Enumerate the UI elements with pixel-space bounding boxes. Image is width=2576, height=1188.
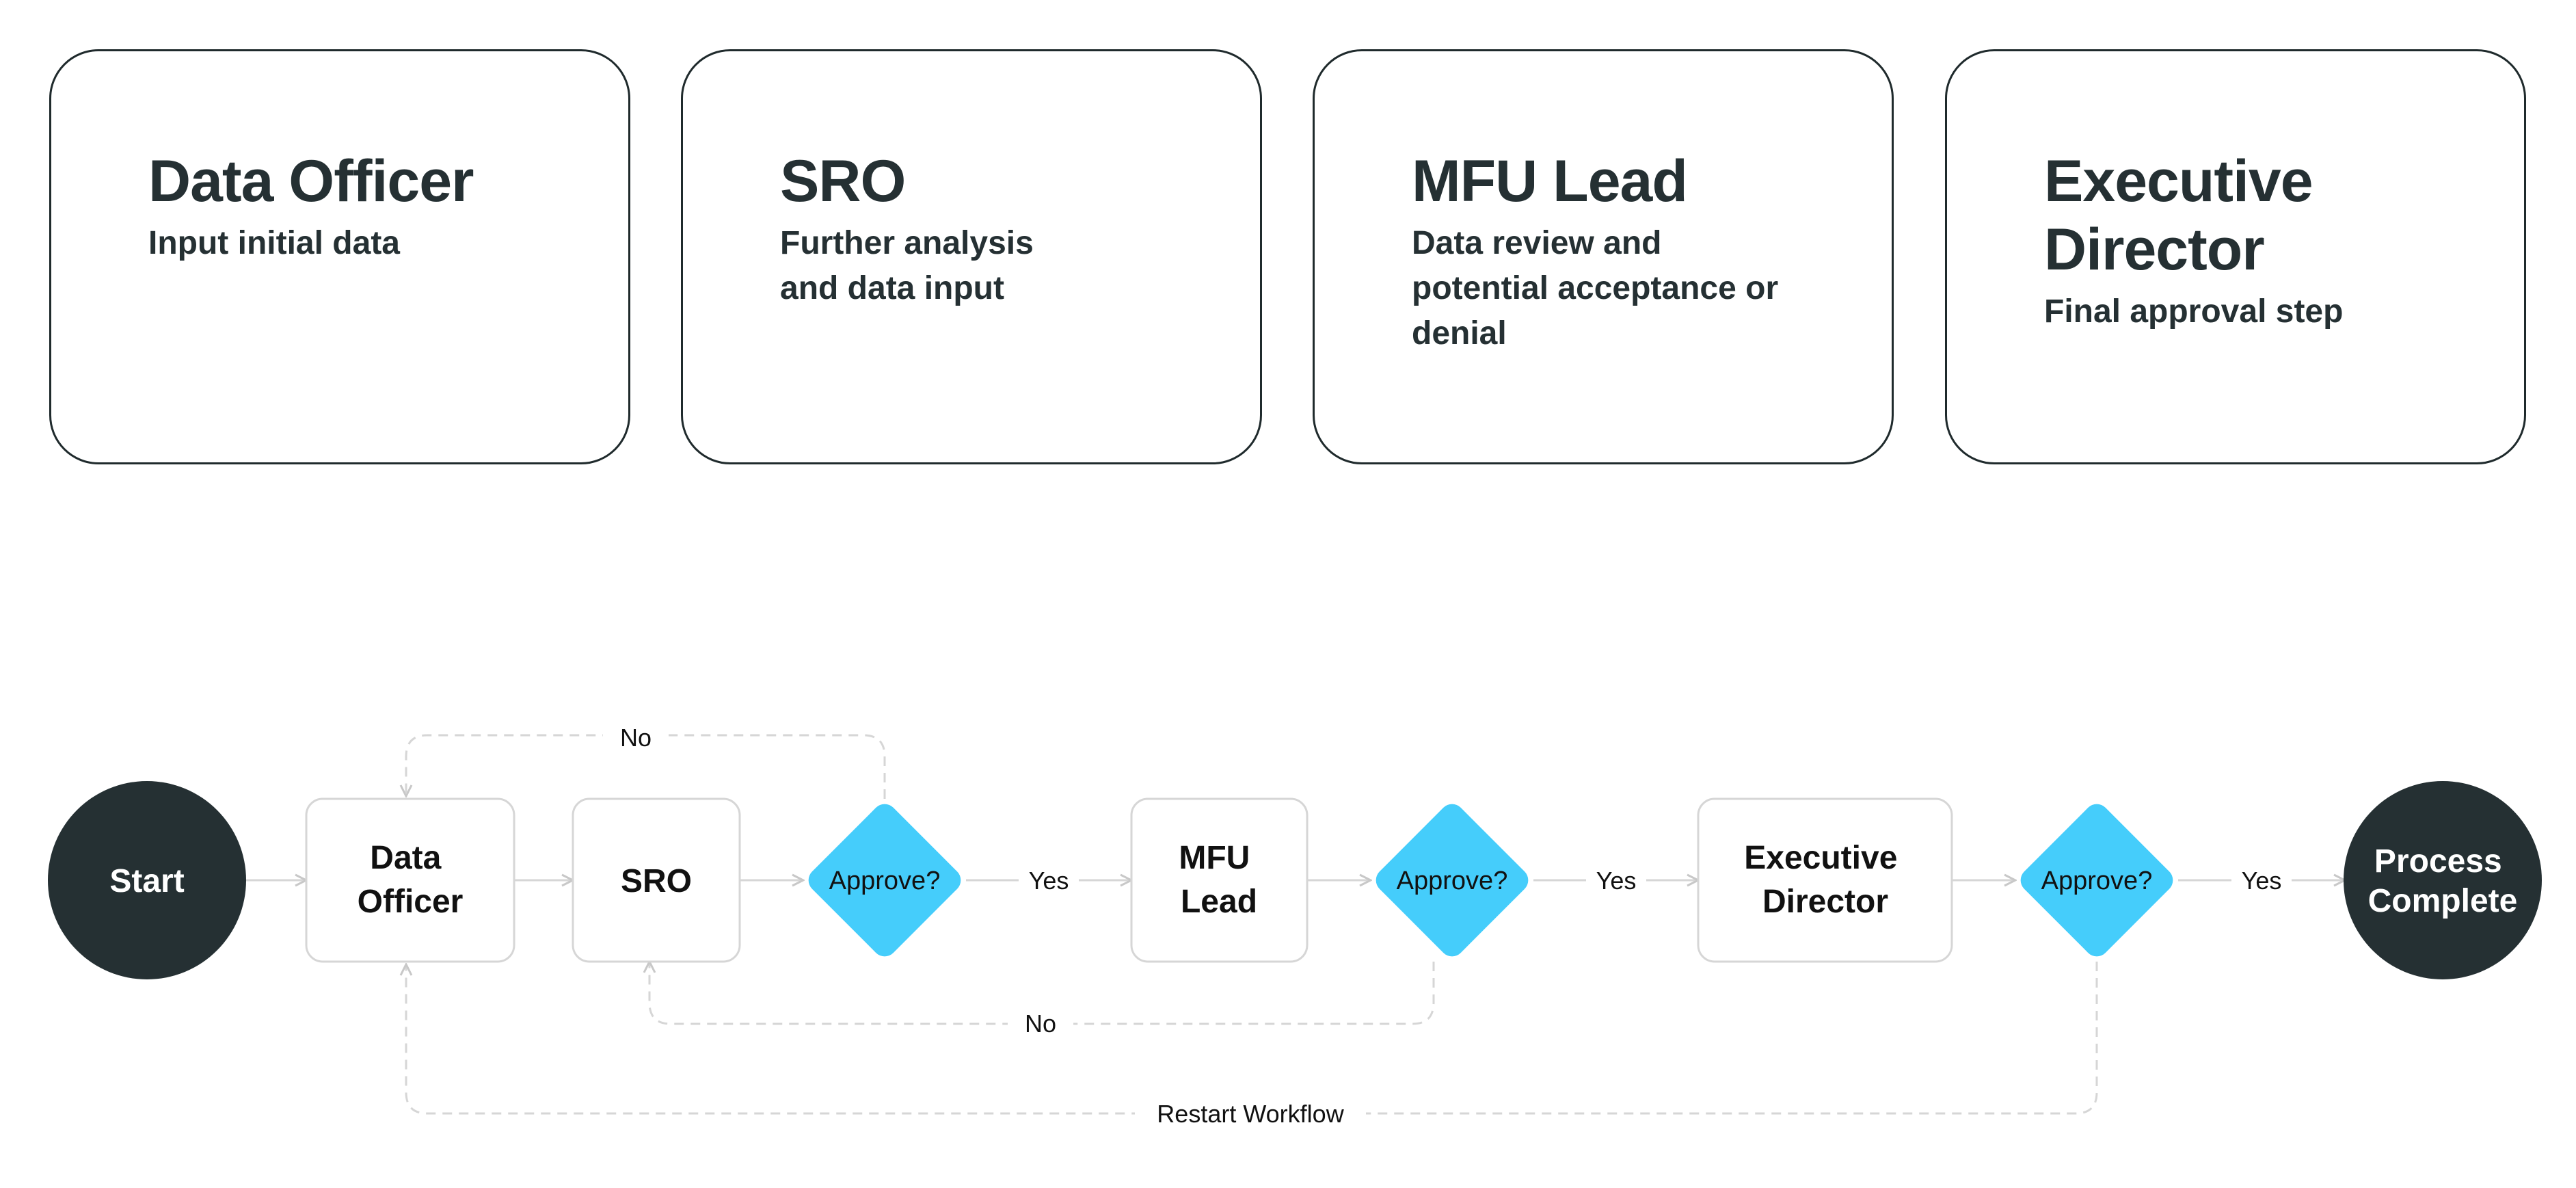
edge-label-bg (1586, 863, 1646, 897)
role-card-description: Final approval step (2044, 289, 2483, 334)
node-data-officer-box (305, 797, 515, 963)
node-data-officer: Data Officer (305, 797, 515, 963)
role-card-description-line: Input initial data (148, 225, 400, 261)
node-sro: SRO (572, 797, 741, 963)
node-label-line: MFU (1179, 840, 1250, 876)
edge-label-yes: Yes (2242, 867, 2282, 895)
role-card-title: Data Officer (148, 147, 587, 215)
process-complete-label-line: Complete (2368, 883, 2518, 919)
node-executive-director-label: Executive Director (1744, 840, 1906, 920)
role-card-title-line: Director (2044, 217, 2265, 282)
decision-approve-1: Approve? (808, 804, 961, 957)
edge-label-restart-workflow: Restart Workflow (1157, 1100, 1344, 1128)
edge-approve-2-no-to-sro (649, 962, 1435, 1025)
edge-label-yes: Yes (1029, 867, 1069, 895)
decision-approve-3: Approve? (2020, 804, 2173, 957)
role-card-title-line: Executive (2044, 148, 2313, 214)
node-mfu-lead: MFU Lead (1130, 797, 1309, 963)
feedback-edges (406, 734, 2098, 1115)
role-card-description: Further analysis and data input (780, 221, 1219, 311)
process-complete-label: Process Complete (2368, 843, 2518, 919)
node-label-line: Data (370, 840, 441, 876)
start-label: Start (109, 863, 184, 899)
start-node: Start (48, 781, 246, 979)
node-label-line: Executive (1744, 840, 1897, 876)
decision-label: Approve? (2041, 867, 2153, 895)
edge-label-bg (1008, 1007, 1073, 1041)
role-card-title-line: Data Officer (148, 148, 474, 214)
node-label-line: Officer (358, 884, 464, 920)
edge-label-bg (603, 718, 669, 752)
edge-label-bg (2231, 863, 2292, 897)
role-card-description-line: denial (1412, 315, 1507, 352)
node-executive-director-box (1697, 797, 1953, 963)
edge-label-bg (1135, 1096, 1366, 1131)
role-card-title: SRO (780, 147, 1219, 215)
edge-label-yes: Yes (1596, 867, 1637, 895)
edge-label-bg (1019, 863, 1079, 897)
decision-label: Approve? (829, 867, 941, 895)
process-complete-node: Process Complete (2344, 781, 2542, 979)
edge-labels: Yes Yes Yes No No Restart Workflow (603, 718, 2292, 1131)
role-card-title: MFU Lead (1412, 147, 1851, 215)
role-card-description-line: Data review and (1412, 225, 1662, 261)
role-card-title-line: SRO (780, 148, 906, 214)
edge-label-no: No (1025, 1009, 1056, 1038)
node-data-officer-label: Data Officer (358, 840, 464, 920)
process-complete-label-line: Process (2374, 843, 2502, 880)
node-executive-director: Executive Director (1697, 797, 1953, 963)
role-card-description: Input initial data (148, 221, 587, 266)
role-card-title-line: MFU Lead (1412, 148, 1688, 214)
decision-approve-2: Approve? (1376, 804, 1529, 957)
edge-label-no: No (620, 724, 652, 752)
node-label-line: Director (1762, 884, 1888, 920)
role-card-description: Data review and potential acceptance or de… (1412, 221, 1851, 356)
decision-diamond (2020, 804, 2173, 957)
decision-diamond (1376, 804, 1529, 957)
node-sro-box (572, 797, 741, 963)
decision-diamond (808, 804, 961, 957)
edge-approve-3-restart-to-data-officer (406, 962, 2098, 1115)
node-sro-label: SRO (621, 863, 692, 899)
process-complete-circle (2344, 781, 2542, 979)
node-mfu-lead-label: MFU Lead (1179, 840, 1259, 920)
role-card-description-line: potential acceptance or (1412, 270, 1779, 306)
role-card-data-officer: Data Officer Input initial data (49, 49, 630, 464)
role-card-description-line: and data input (780, 270, 1004, 306)
edge-approve-1-no-to-data-officer (406, 734, 886, 799)
start-circle (48, 781, 246, 979)
decision-label: Approve? (1397, 867, 1508, 895)
node-label-line: Lead (1181, 884, 1257, 920)
role-card-mfu-lead: MFU Lead Data review and potential accept… (1313, 49, 1894, 464)
role-card-sro: SRO Further analysis and data input (681, 49, 1262, 464)
node-mfu-lead-box (1130, 797, 1309, 963)
role-card-description-line: Further analysis (780, 225, 1034, 261)
role-card-description-line: Final approval step (2044, 293, 2344, 330)
